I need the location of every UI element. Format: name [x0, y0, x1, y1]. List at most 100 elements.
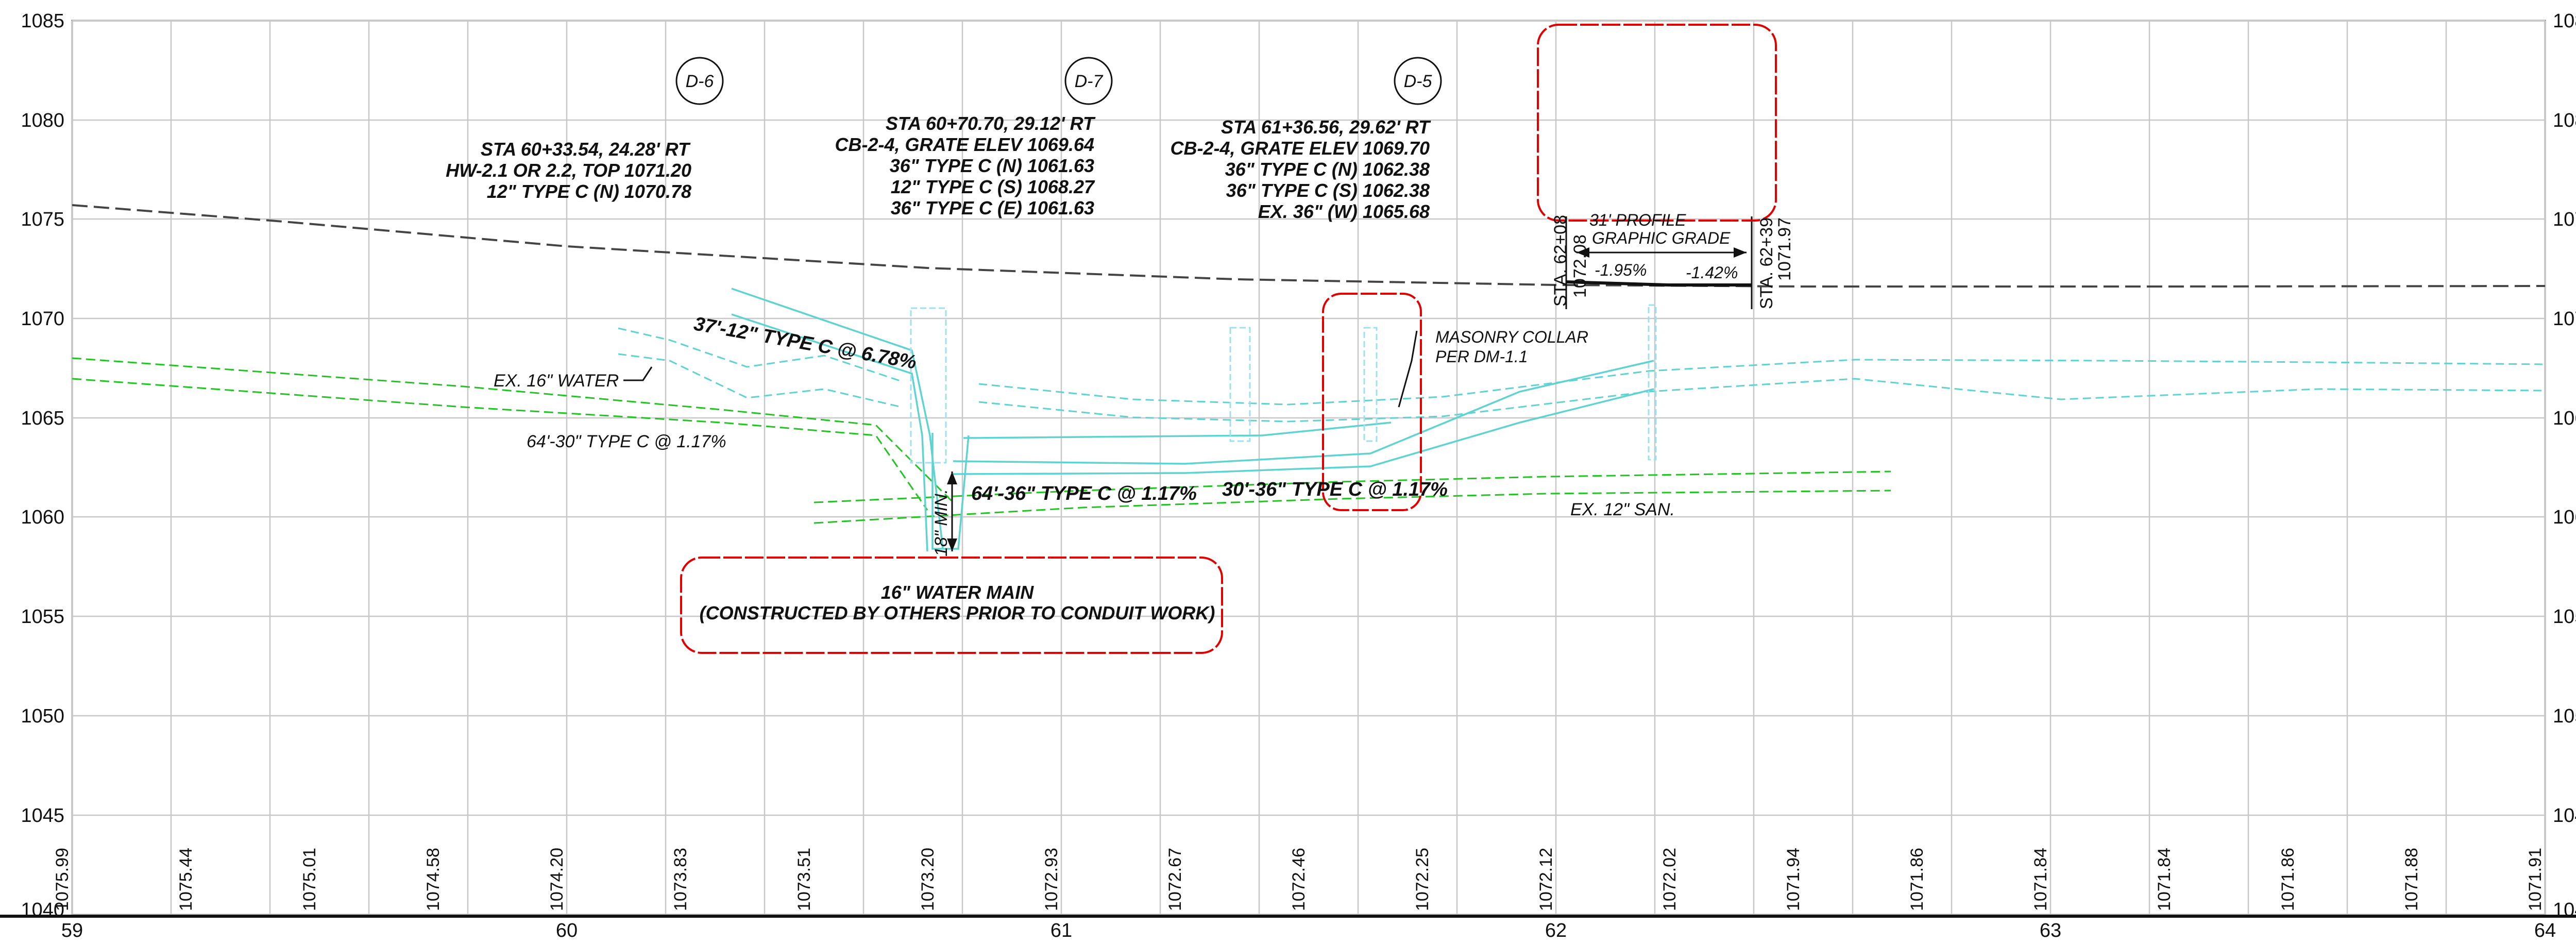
existing-ground-line — [72, 204, 2546, 288]
ground-elev-label: 1071.88 — [2402, 848, 2421, 911]
callout-line: 36" TYPE C (E) 1061.63 — [891, 197, 1094, 218]
ground-elev-label: 1072.93 — [1042, 848, 1061, 911]
profile-label: GRAPHIC GRADE — [1592, 229, 1731, 247]
grade-arrow-left — [1577, 247, 1589, 258]
callout-line: STA 61+36.56, 29.62' RT — [1221, 116, 1431, 138]
collar-leader — [1398, 330, 1418, 408]
elev-label: 1065 — [2553, 408, 2576, 429]
structure-callout-d7: STA 60+70.70, 29.12' RT CB-2-4, GRATE EL… — [835, 113, 1096, 218]
elev-label: 1055 — [2553, 606, 2576, 628]
elevation-axis-left: 1085 1080 1075 1070 1065 1060 1055 1050 … — [21, 10, 64, 921]
revision-clouds — [680, 24, 1777, 654]
ground-elev-label: 1074.20 — [547, 848, 567, 911]
station-label: 64 — [2534, 920, 2556, 941]
ground-elev-label: 1072.67 — [1165, 848, 1185, 911]
elev-label: 1070 — [21, 308, 64, 330]
masonry-collar-label: MASONRY COLLAR — [1435, 328, 1588, 346]
structure-tag-d6: D-6 — [686, 72, 714, 91]
ground-elev-label: 1073.51 — [794, 848, 814, 911]
elev-label: 1045 — [21, 805, 64, 827]
revision-cloud-top — [1537, 24, 1777, 222]
ground-elev-label: 1071.84 — [2155, 848, 2174, 911]
station-label: 60 — [556, 920, 578, 941]
ground-elev-label: 1072.02 — [1660, 848, 1680, 911]
revision-cloud-water-main — [680, 557, 1223, 654]
station-label: 63 — [2040, 920, 2061, 941]
ground-elev-label: 1074.58 — [423, 848, 443, 911]
grade-elev-label: 1071.97 — [1775, 217, 1794, 281]
elev-label: 1060 — [21, 507, 64, 528]
callout-line: 36" TYPE C (N) 1062.38 — [1225, 159, 1430, 180]
elevation-axis-right: 1085 1080 1075 1070 1065 1060 1055 1050 … — [2553, 10, 2576, 921]
water-main-label: 16" WATER MAIN — [881, 582, 1034, 603]
clearance-arrow-bottom — [947, 538, 957, 551]
callout-line: STA 60+70.70, 29.12' RT — [886, 113, 1096, 134]
elev-label: 1085 — [21, 10, 64, 32]
structure-callout-d6: STA 60+33.54, 24.28' RT HW-2.1 OR 2.2, T… — [446, 139, 691, 202]
callout-line: STA 60+33.54, 24.28' RT — [481, 139, 691, 160]
storm-structures — [910, 304, 1657, 464]
elev-label: 1040 — [2553, 899, 2576, 921]
graphic-grade-line — [1566, 280, 1752, 287]
station-label: 62 — [1545, 920, 1567, 941]
ground-elev-label: 1072.46 — [1289, 848, 1309, 911]
ground-elev-label: 1075.99 — [53, 848, 72, 911]
ground-elev-label: 1073.83 — [671, 848, 690, 911]
station-label: 61 — [1050, 920, 1072, 941]
elev-label: 1070 — [2553, 308, 2576, 330]
elev-label: 1050 — [21, 705, 64, 727]
ex-water-label: EX. 16" WATER — [494, 371, 619, 391]
ground-elevation-labels: 1075.99 1075.44 1075.01 1074.58 1074.20 … — [53, 848, 2545, 911]
callout-line: 12" TYPE C (N) 1070.78 — [487, 181, 691, 202]
pipe-label: 64'-30" TYPE C @ 1.17% — [527, 432, 726, 451]
elev-label: 1075 — [2553, 209, 2576, 230]
ground-elev-label: 1071.84 — [2031, 848, 2050, 911]
grade-label: -1.42% — [1686, 263, 1738, 282]
elev-label: 1075 — [21, 209, 64, 230]
elev-label: 1055 — [21, 606, 64, 628]
profile-label: 31' PROFILE — [1589, 211, 1686, 229]
structure-tag-d5: D-5 — [1404, 72, 1432, 91]
elev-label: 1080 — [2553, 110, 2576, 131]
structure-tags: D-6 D-7 D-5 — [675, 57, 1442, 105]
grade-station-label: STA. 62+39 — [1757, 217, 1776, 309]
ground-elev-label: 1071.86 — [1907, 848, 1927, 911]
callout-line: 12" TYPE C (S) 1068.27 — [891, 176, 1095, 197]
ground-elev-label: 1072.12 — [1536, 848, 1556, 911]
elev-label: 1040 — [21, 899, 64, 921]
callout-line: HW-2.1 OR 2.2, TOP 1071.20 — [446, 160, 691, 181]
callout-line: CB-2-4, GRATE ELEV 1069.64 — [835, 134, 1094, 155]
elev-label: 1050 — [2553, 705, 2576, 727]
ground-elev-label: 1071.91 — [2526, 848, 2545, 911]
callout-line: CB-2-4, GRATE ELEV 1069.70 — [1170, 138, 1430, 159]
ground-elev-label: 1071.94 — [1784, 848, 1803, 911]
station-label: 59 — [61, 920, 83, 941]
ex-san-label: EX. 12" SAN. — [1570, 500, 1675, 519]
grade-arrow-right — [1734, 247, 1747, 258]
min-clearance-label: 18" MIN. — [931, 489, 951, 557]
ground-elev-label: 1075.01 — [300, 848, 319, 911]
grade-station-label: STA. 62+08 — [1551, 215, 1570, 307]
ground-elev-label: 1073.20 — [918, 848, 938, 911]
existing-utilities — [72, 357, 1891, 524]
water-main-label: (CONSTRUCTED BY OTHERS PRIOR TO CONDUIT … — [700, 602, 1215, 624]
clearance-arrow-top — [947, 472, 957, 484]
structure-callout-d5: STA 61+36.56, 29.62' RT CB-2-4, GRATE EL… — [1170, 116, 1431, 222]
callout-line: 36" TYPE C (S) 1062.38 — [1226, 180, 1430, 201]
ex-water-leader — [623, 366, 653, 381]
pipe-label: 37'-12" TYPE C @ 6.78% — [692, 313, 918, 374]
ground-elev-label: 1075.44 — [176, 848, 196, 911]
revision-cloud-collar — [1322, 293, 1422, 511]
masonry-collar-label: PER DM-1.1 — [1435, 347, 1528, 366]
elev-label: 1045 — [2553, 805, 2576, 827]
storm-pipes — [731, 288, 1654, 552]
callout-line: EX. 36" (W) 1065.68 — [1258, 201, 1430, 222]
callout-line: 36" TYPE C (N) 1061.63 — [890, 155, 1094, 176]
pipe-label: 30'-36" TYPE C @ 1.17% — [1222, 479, 1448, 500]
elev-label: 1065 — [21, 408, 64, 429]
grade-label: -1.95% — [1595, 261, 1647, 279]
elev-label: 1060 — [2553, 507, 2576, 528]
elev-label: 1085 — [2553, 10, 2576, 32]
ground-elev-label: 1072.25 — [1413, 848, 1432, 911]
